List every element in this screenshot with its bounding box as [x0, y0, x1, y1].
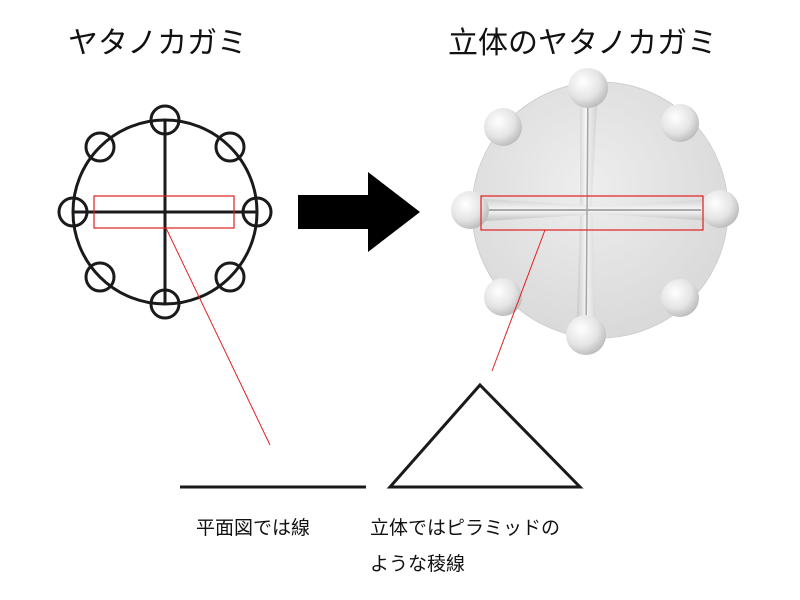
solid-highlight-box	[480, 195, 704, 231]
solid-yatanokagami-model	[451, 68, 739, 355]
solid-ball-top-left	[484, 108, 522, 146]
solid-ball-bottom	[566, 315, 606, 355]
flat-node-bottom	[149, 288, 181, 320]
flat-node-top	[149, 104, 181, 136]
flat-leader-line	[165, 227, 271, 446]
title-solid-yatanokagami: 立体のヤタノカガミ	[448, 26, 718, 61]
solid-leader-line	[491, 229, 546, 372]
flat-node-left	[57, 196, 89, 228]
caption-plan-view: 平面図では線	[196, 517, 311, 539]
caption-solid-line1: 立体ではピラミッドの	[370, 517, 561, 539]
flat-yatanokagami-diagram	[57, 104, 273, 320]
flat-node-top-left	[84, 131, 116, 163]
title-flat-yatanokagami: ヤタノカガミ	[68, 26, 248, 61]
flat-highlight-box	[93, 195, 235, 229]
solid-ball-right	[701, 190, 739, 228]
solid-ridge-crest-v	[585, 91, 589, 341]
transform-arrow	[298, 172, 420, 252]
flat-node-bottom-right	[214, 261, 246, 293]
flat-node-top-right	[214, 131, 246, 163]
ridge-triangle	[386, 382, 584, 489]
caption-solid-line2: ような稜線	[370, 553, 466, 575]
solid-ball-left	[451, 191, 489, 229]
flat-node-right	[241, 196, 273, 228]
solid-ball-bottom-right	[661, 279, 699, 317]
solid-ball-top-right	[661, 104, 699, 142]
solid-ball-top	[568, 68, 608, 108]
flat-node-bottom-left	[84, 261, 116, 293]
solid-ball-bottom-left	[484, 278, 522, 316]
